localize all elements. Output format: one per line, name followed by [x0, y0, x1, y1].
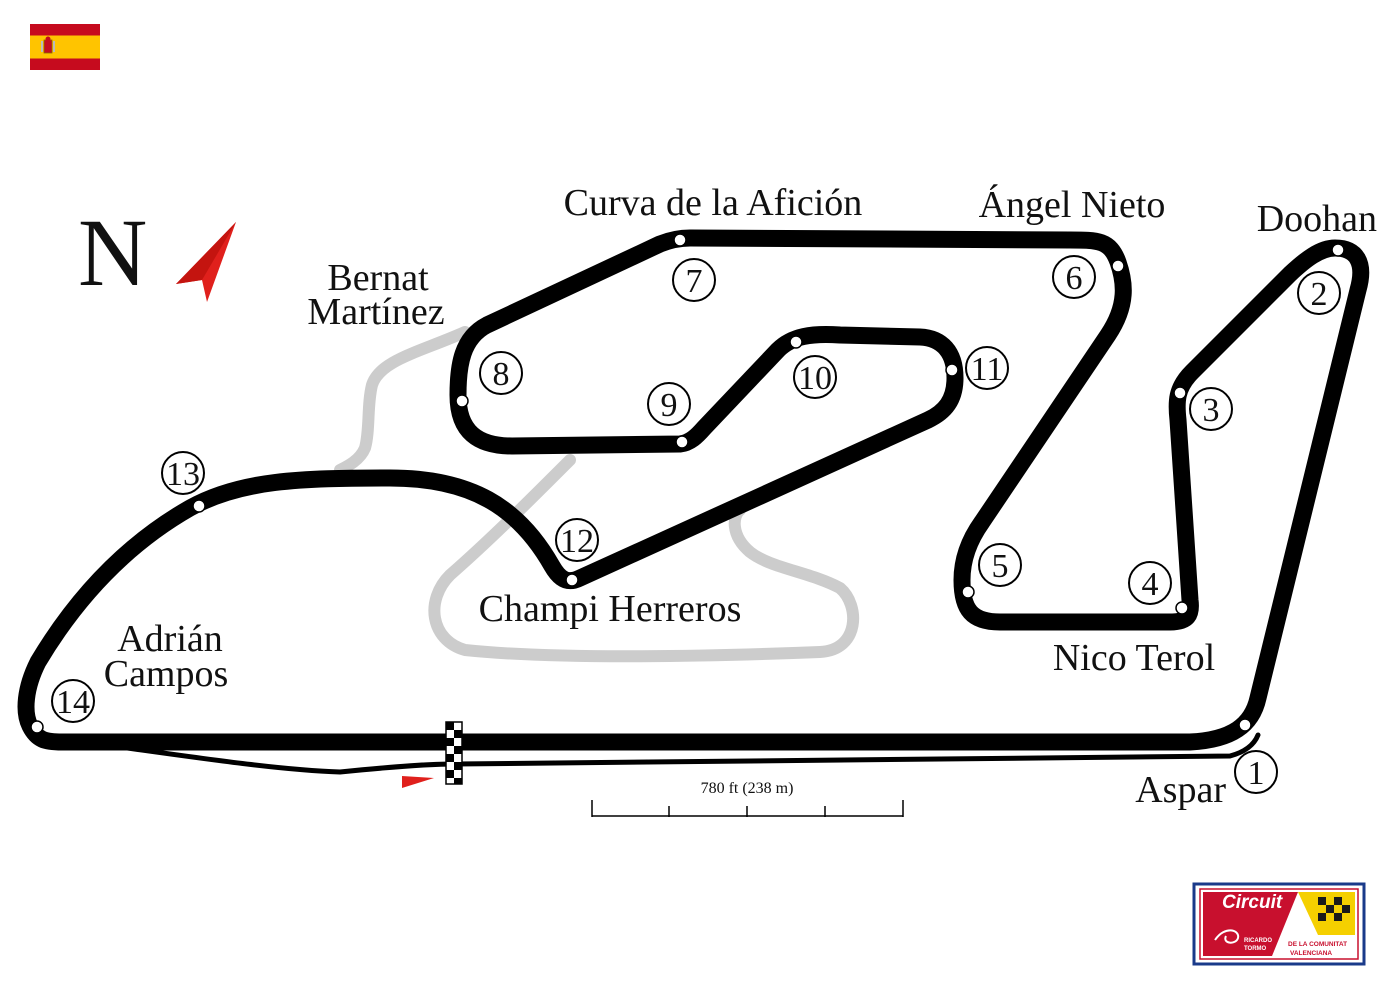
turn-badge-11: 11 [965, 346, 1009, 390]
corner-name-champi-herreros: Champi Herreros [479, 588, 742, 630]
turn-badge-5: 5 [978, 543, 1022, 587]
turn-badge-14: 14 [51, 679, 95, 723]
apex-marker-13 [192, 499, 206, 513]
corner-name-doohan: Doohan [1257, 198, 1377, 240]
turn-numbers: 1 2 3 4 5 6 7 8 [51, 255, 1341, 794]
apex-markers [30, 233, 1345, 734]
corner-names: Aspar Doohan Nico Terol Ángel Nieto Curv… [104, 182, 1377, 811]
apex-marker-3 [1173, 386, 1187, 400]
svg-text:6: 6 [1066, 260, 1083, 297]
corner-name-bernat-line1: Bernat [327, 257, 429, 299]
apex-marker-1 [1238, 718, 1252, 732]
main-track [17, 229, 1370, 775]
north-letter: N [78, 199, 147, 306]
logo-title: Circuit [1222, 892, 1283, 913]
logo-ricardo: RICARDO [1244, 938, 1272, 944]
svg-text:3: 3 [1203, 392, 1220, 429]
circuit-logo: Circuit RICARDO TORMO DE LA COMUNITAT VA… [1192, 882, 1366, 966]
turn-badge-3: 3 [1189, 387, 1233, 431]
alt-layout-north-link [334, 326, 471, 476]
svg-text:8: 8 [493, 356, 510, 393]
svg-text:2: 2 [1311, 276, 1328, 313]
turn-badge-7: 7 [672, 258, 716, 302]
turn-badge-9: 9 [647, 382, 691, 426]
apex-marker-11 [945, 363, 959, 377]
apex-marker-7 [673, 233, 687, 247]
turn-badge-12: 12 [555, 518, 599, 562]
svg-text:5: 5 [992, 548, 1009, 585]
corner-name-curva-de-la-aficion: Curva de la Afición [564, 182, 863, 224]
north-indicator: N [78, 199, 236, 306]
turn-badge-1: 1 [1234, 750, 1278, 794]
svg-text:1: 1 [1248, 755, 1265, 792]
pit-lane [117, 732, 1261, 775]
corner-name-adrian-line1: Adrián [117, 618, 223, 660]
corner-name-angel-nieto: Ángel Nieto [979, 184, 1166, 226]
alternate-layout [334, 326, 859, 663]
scale-bar: 780 ft (238 m) [591, 780, 904, 817]
turn-badge-10: 10 [793, 355, 837, 399]
svg-text:14: 14 [56, 684, 90, 721]
turn-badge-6: 6 [1052, 255, 1096, 299]
scale-bar-label: 780 ft (238 m) [701, 780, 794, 797]
race-direction-arrow-icon [402, 776, 434, 788]
spain-flag-icon [30, 24, 100, 70]
apex-marker-4 [1175, 601, 1189, 615]
logo-comunitat: DE LA COMUNITAT [1288, 941, 1347, 948]
svg-text:10: 10 [798, 360, 832, 397]
turn-badge-2: 2 [1297, 271, 1341, 315]
track-outline [17, 229, 1370, 751]
corner-name-nico-terol: Nico Terol [1053, 637, 1215, 679]
apex-marker-6 [1111, 259, 1125, 273]
apex-marker-14 [30, 720, 44, 734]
svg-text:7: 7 [686, 263, 703, 300]
logo-valenciana: VALENCIANA [1290, 950, 1332, 957]
apex-marker-9 [675, 435, 689, 449]
svg-text:9: 9 [661, 387, 678, 424]
north-arrow-icon [176, 222, 236, 302]
corner-name-adrian-line2: Campos [104, 653, 229, 695]
corner-name-aspar: Aspar [1135, 769, 1226, 811]
apex-marker-2 [1331, 243, 1345, 257]
apex-marker-12 [565, 573, 579, 587]
apex-marker-10 [789, 335, 803, 349]
svg-text:13: 13 [166, 456, 200, 493]
logo-tormo: TORMO [1244, 946, 1267, 952]
turn-badge-4: 4 [1128, 561, 1172, 605]
turn-badge-8: 8 [479, 351, 523, 395]
turn-badge-13: 13 [161, 451, 205, 495]
svg-text:4: 4 [1142, 566, 1159, 603]
svg-text:12: 12 [560, 523, 594, 560]
svg-text:11: 11 [971, 351, 1004, 388]
corner-name-bernat-line2: Martínez [307, 291, 444, 333]
start-finish-line [445, 721, 463, 785]
apex-marker-5 [961, 585, 975, 599]
alt-layout-infield-loop [428, 454, 859, 663]
apex-marker-8 [455, 394, 469, 408]
